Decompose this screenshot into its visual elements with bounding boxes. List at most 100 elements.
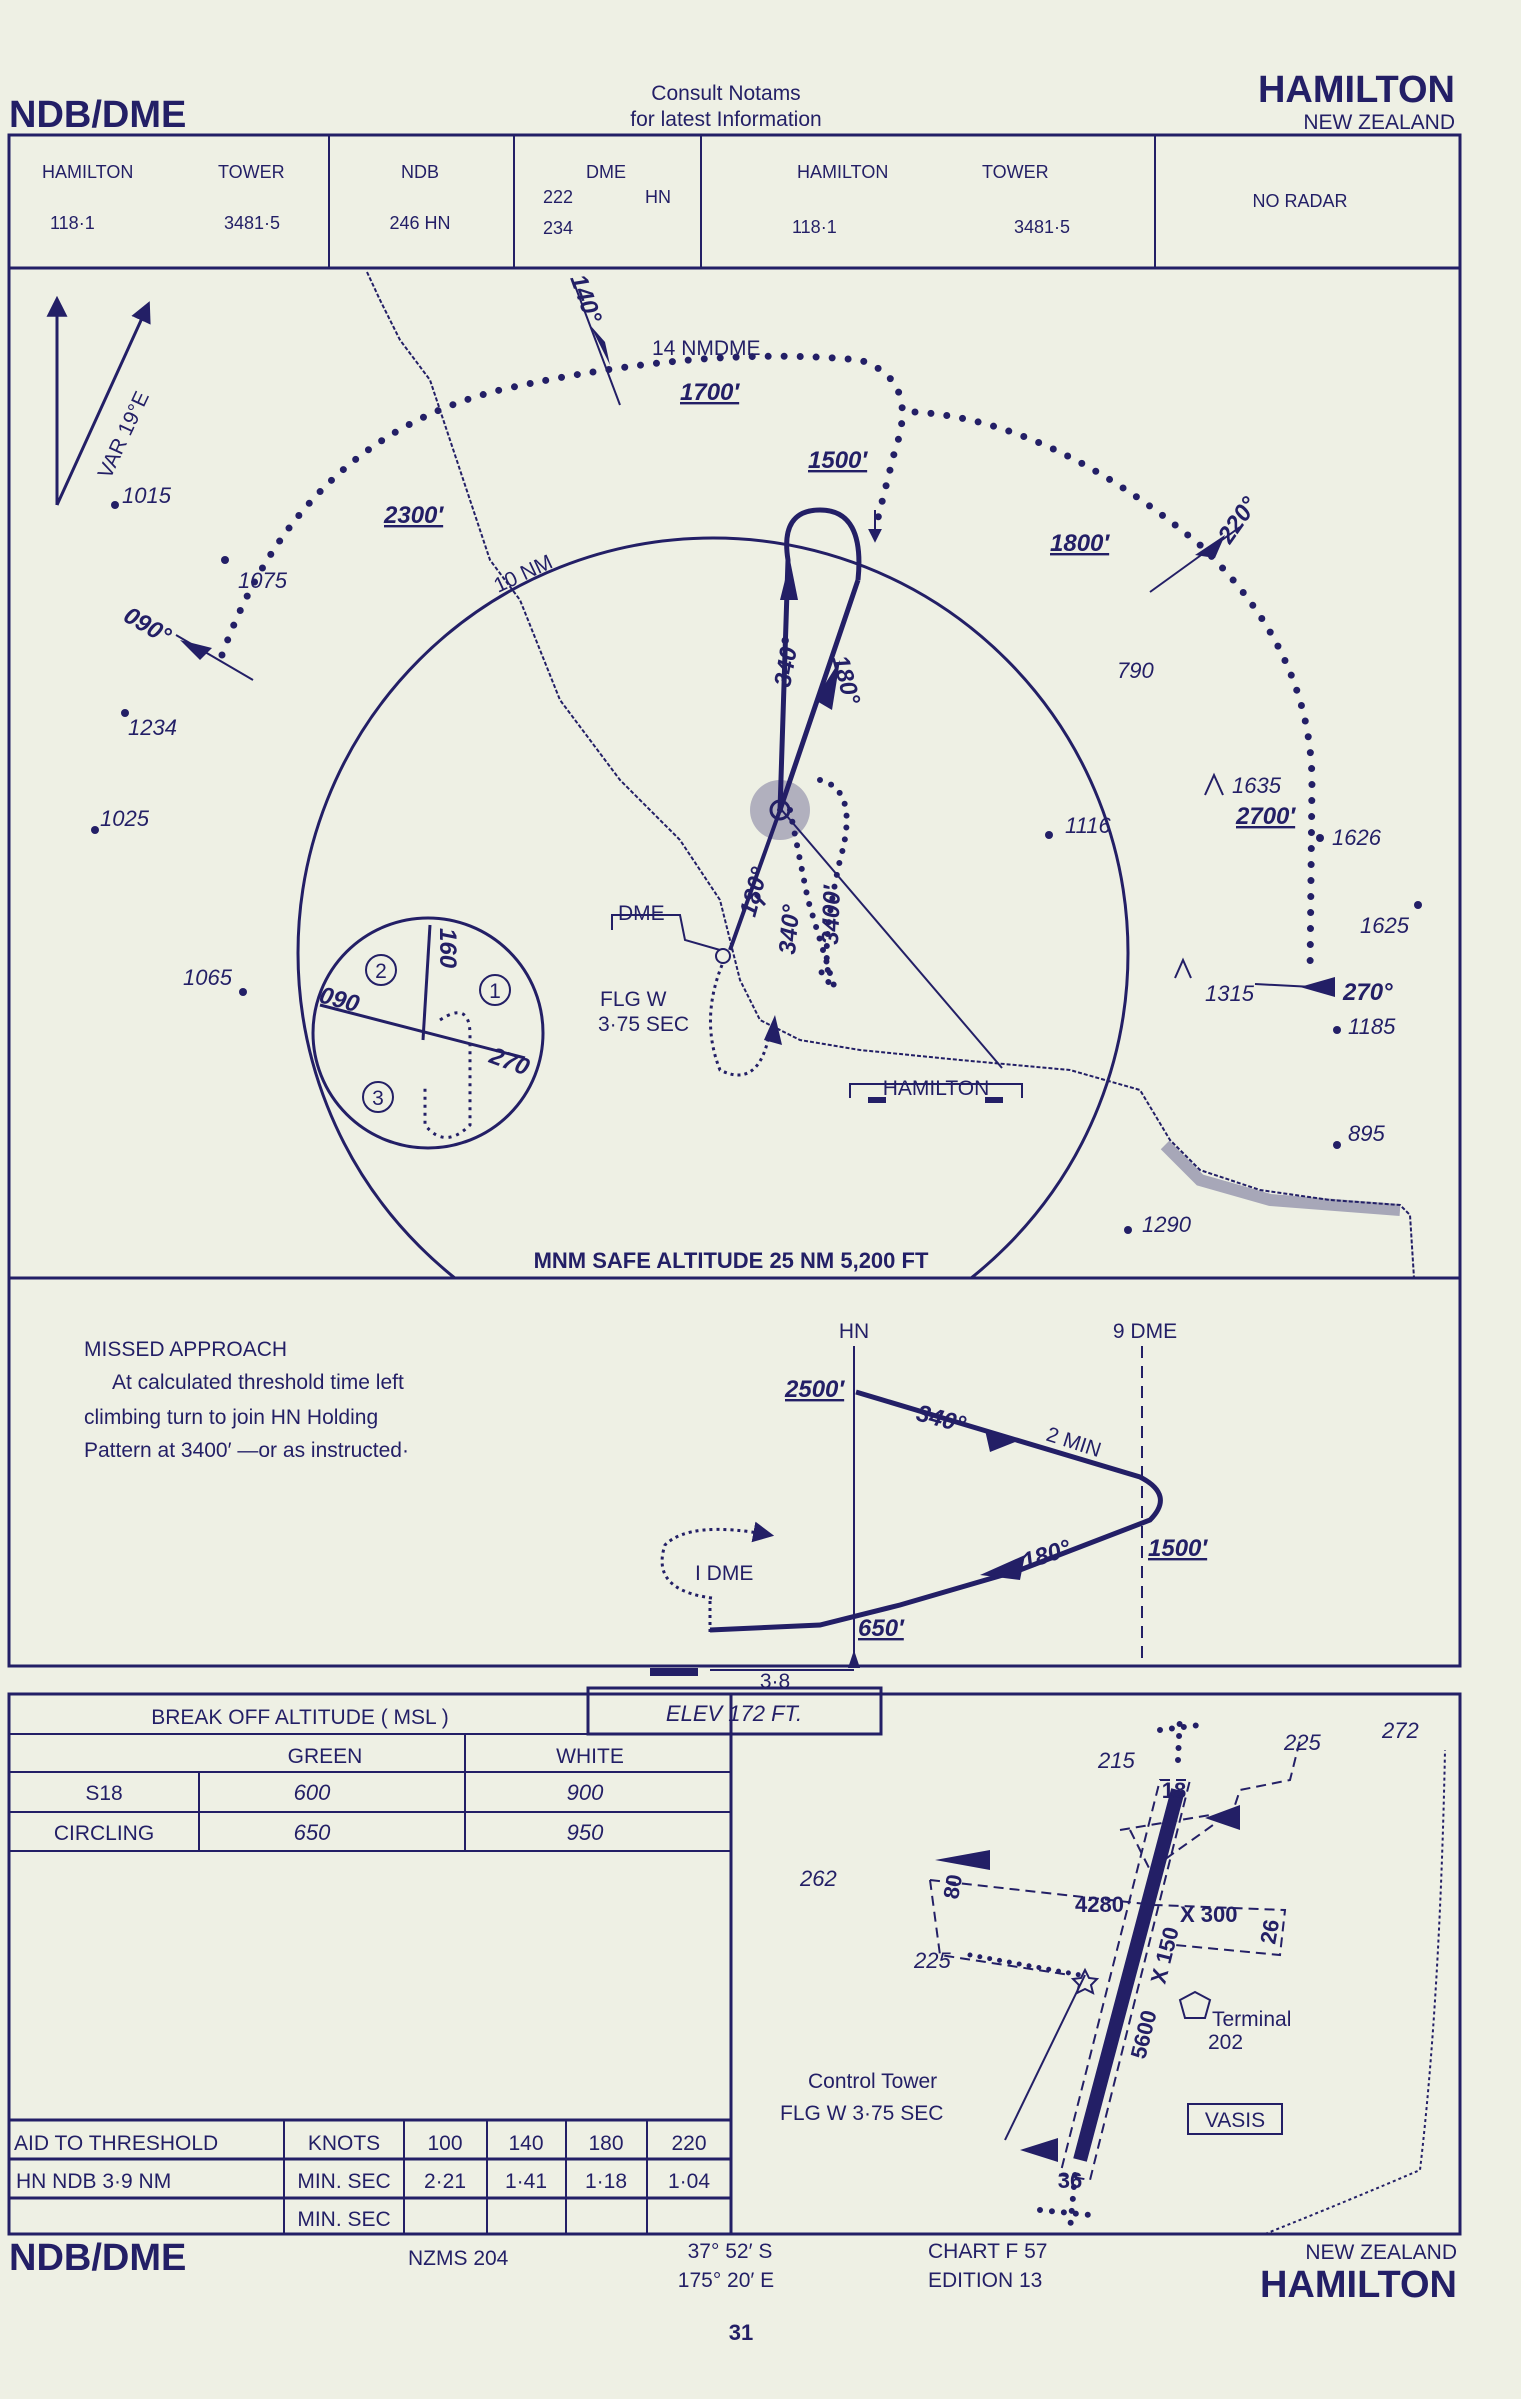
aerodrome-chart: 18 36 5600 4280 X 300 X 150 80 26 Termin… [780,1712,1446,2235]
altitude-1500: 1500′ [808,447,868,474]
track-340-low: 340° [774,903,805,955]
spot-height: 1185 [1348,1014,1396,1039]
terminal-elevation: 202 [1208,2031,1243,2054]
spot-height: 790 [1117,658,1154,683]
minimum-safe-altitude: MNM SAFE ALTITUDE 25 NM 5,200 FT [534,1248,929,1273]
spot-height: 1025 [100,806,150,831]
aid-unit: MIN. SEC [297,2208,390,2231]
missed-approach-line: Pattern at 3400′ —or as instructed· [84,1439,409,1462]
comm-label: TOWER [218,162,285,182]
elevation-value: ELEV 172 FT. [666,1701,802,1726]
dme-arc-label: 14 NMDME [652,337,761,360]
cross-runway-width: X 300 [1180,1902,1238,1927]
footer-edition: EDITION 13 [928,2269,1042,2292]
profile-1dme: I DME [695,1562,753,1585]
aid-time: 2·21 [424,2170,466,2193]
comm-freq: 246 HN [389,213,450,233]
aid-header: 100 [427,2132,462,2155]
cell-value: 950 [567,1820,604,1845]
spot-height: 1234 [128,715,177,740]
spot-height: 895 [1348,1121,1385,1146]
aid-unit: MIN. SEC [297,2170,390,2193]
aid-header: KNOTS [308,2132,380,2155]
dme-arc-west [218,352,906,659]
spot-height: 1626 [1332,825,1382,850]
profile-altitude-650: 650′ [858,1615,905,1642]
cell-value: 600 [294,1780,331,1805]
missed-approach-line: At calculated threshold time left [112,1371,404,1394]
comm-label: TOWER [982,162,1049,182]
fix-hn-label: HN [839,1320,869,1343]
notice-line-1: Consult Notams [651,82,800,105]
10nm-ring [296,536,1130,1278]
footer-longitude: 175° 20′ E [678,2269,774,2292]
tower-light-label: FLG W 3·75 SEC [780,2102,943,2125]
row-label: S18 [85,1782,122,1805]
break-off-table: BREAK OFF ALTITUDE ( MSL ) GREEN WHITE S… [9,1694,733,2234]
country-title: NEW ZEALAND [1303,111,1455,134]
aid-row-label: HN NDB 3·9 NM [16,2170,171,2193]
comm-freq: 234 [543,218,573,238]
dme-label: DME [618,902,665,925]
comm-freq: 118·1 [50,213,95,233]
spot-height: 1015 [122,483,172,508]
spot-height: 1315 [1205,981,1255,1006]
fix-9dme-label: 9 DME [1113,1320,1177,1343]
runway-18-label: 18 [1162,1778,1186,1803]
aid-time: 1·04 [668,2170,710,2193]
cross-runway-08: 80 [938,1872,967,1900]
aid-header: 180 [588,2132,623,2155]
comm-freq: 118·1 [792,217,837,237]
altitude-1700: 1700′ [680,379,740,406]
ndb-symbol [750,780,810,840]
comm-label: HAMILTON [42,162,133,182]
terminal-label: Terminal [1212,2008,1291,2031]
airport-title: HAMILTON [1258,69,1455,111]
footer-procedure: NDB/DME [9,2237,186,2279]
missed-approach-line: climbing turn to join HN Holding [84,1406,378,1429]
missed-approach-title: MISSED APPROACH [84,1338,287,1361]
runway-36-label: 36 [1058,2168,1082,2193]
footer-country: NEW ZEALAND [1305,2241,1457,2264]
cross-runway-length: 4280 [1075,1892,1124,1917]
entry-sector-2: 2 [375,960,387,983]
radial-270: 270° [1342,979,1393,1006]
comm-freq: 3481·5 [224,213,280,233]
obstacle-height: 215 [1097,1748,1135,1773]
altitude-2700: 2700′ [1235,803,1296,830]
profile-altitude-1500: 1500′ [1148,1535,1208,1562]
altitude-2300: 2300′ [383,502,444,529]
aid-time: 1·18 [585,2170,627,2193]
spot-height: 1116 [1065,813,1111,838]
comm-ident: HN [645,187,671,207]
break-off-title: BREAK OFF ALTITUDE ( MSL ) [151,1706,449,1729]
entry-sector-3: 3 [372,1087,384,1110]
dme-symbol: DME [611,902,731,964]
hamilton-airport-symbol: HAMILTON [849,1077,1023,1103]
altitude-1800: 1800′ [1050,530,1110,557]
aid-header: AID TO THRESHOLD [14,2132,218,2155]
comm-label: NDB [401,162,439,182]
comm-label: DME [586,162,626,182]
page-number: 31 [729,2320,753,2345]
spot-height: 1635 [1232,773,1282,798]
aid-time: 1·41 [505,2170,547,2193]
cell-value: 900 [567,1780,604,1805]
cell-value: 650 [294,1820,331,1845]
footer-airport: HAMILTON [1260,2264,1457,2306]
profile-altitude-2500: 2500′ [784,1376,845,1403]
spot-height: 1075 [238,568,288,593]
beacon-light-line-1: FLG W [600,988,667,1011]
comm-freq: 222 [543,187,573,207]
obstacle-height: 262 [799,1866,837,1891]
spot-height: 1065 [183,965,233,990]
cross-runway-26: 26 [1255,1917,1284,1945]
footer-map-ref: NZMS 204 [408,2247,509,2270]
dme-arc-east [911,408,1316,979]
airport-label: HAMILTON [883,1077,990,1100]
vasis-label: VASIS [1205,2109,1265,2132]
obstacle-height: 225 [913,1948,951,1973]
elevation-box: ELEV 172 FT. [586,1686,883,1736]
control-tower-label: Control Tower [808,2070,937,2093]
